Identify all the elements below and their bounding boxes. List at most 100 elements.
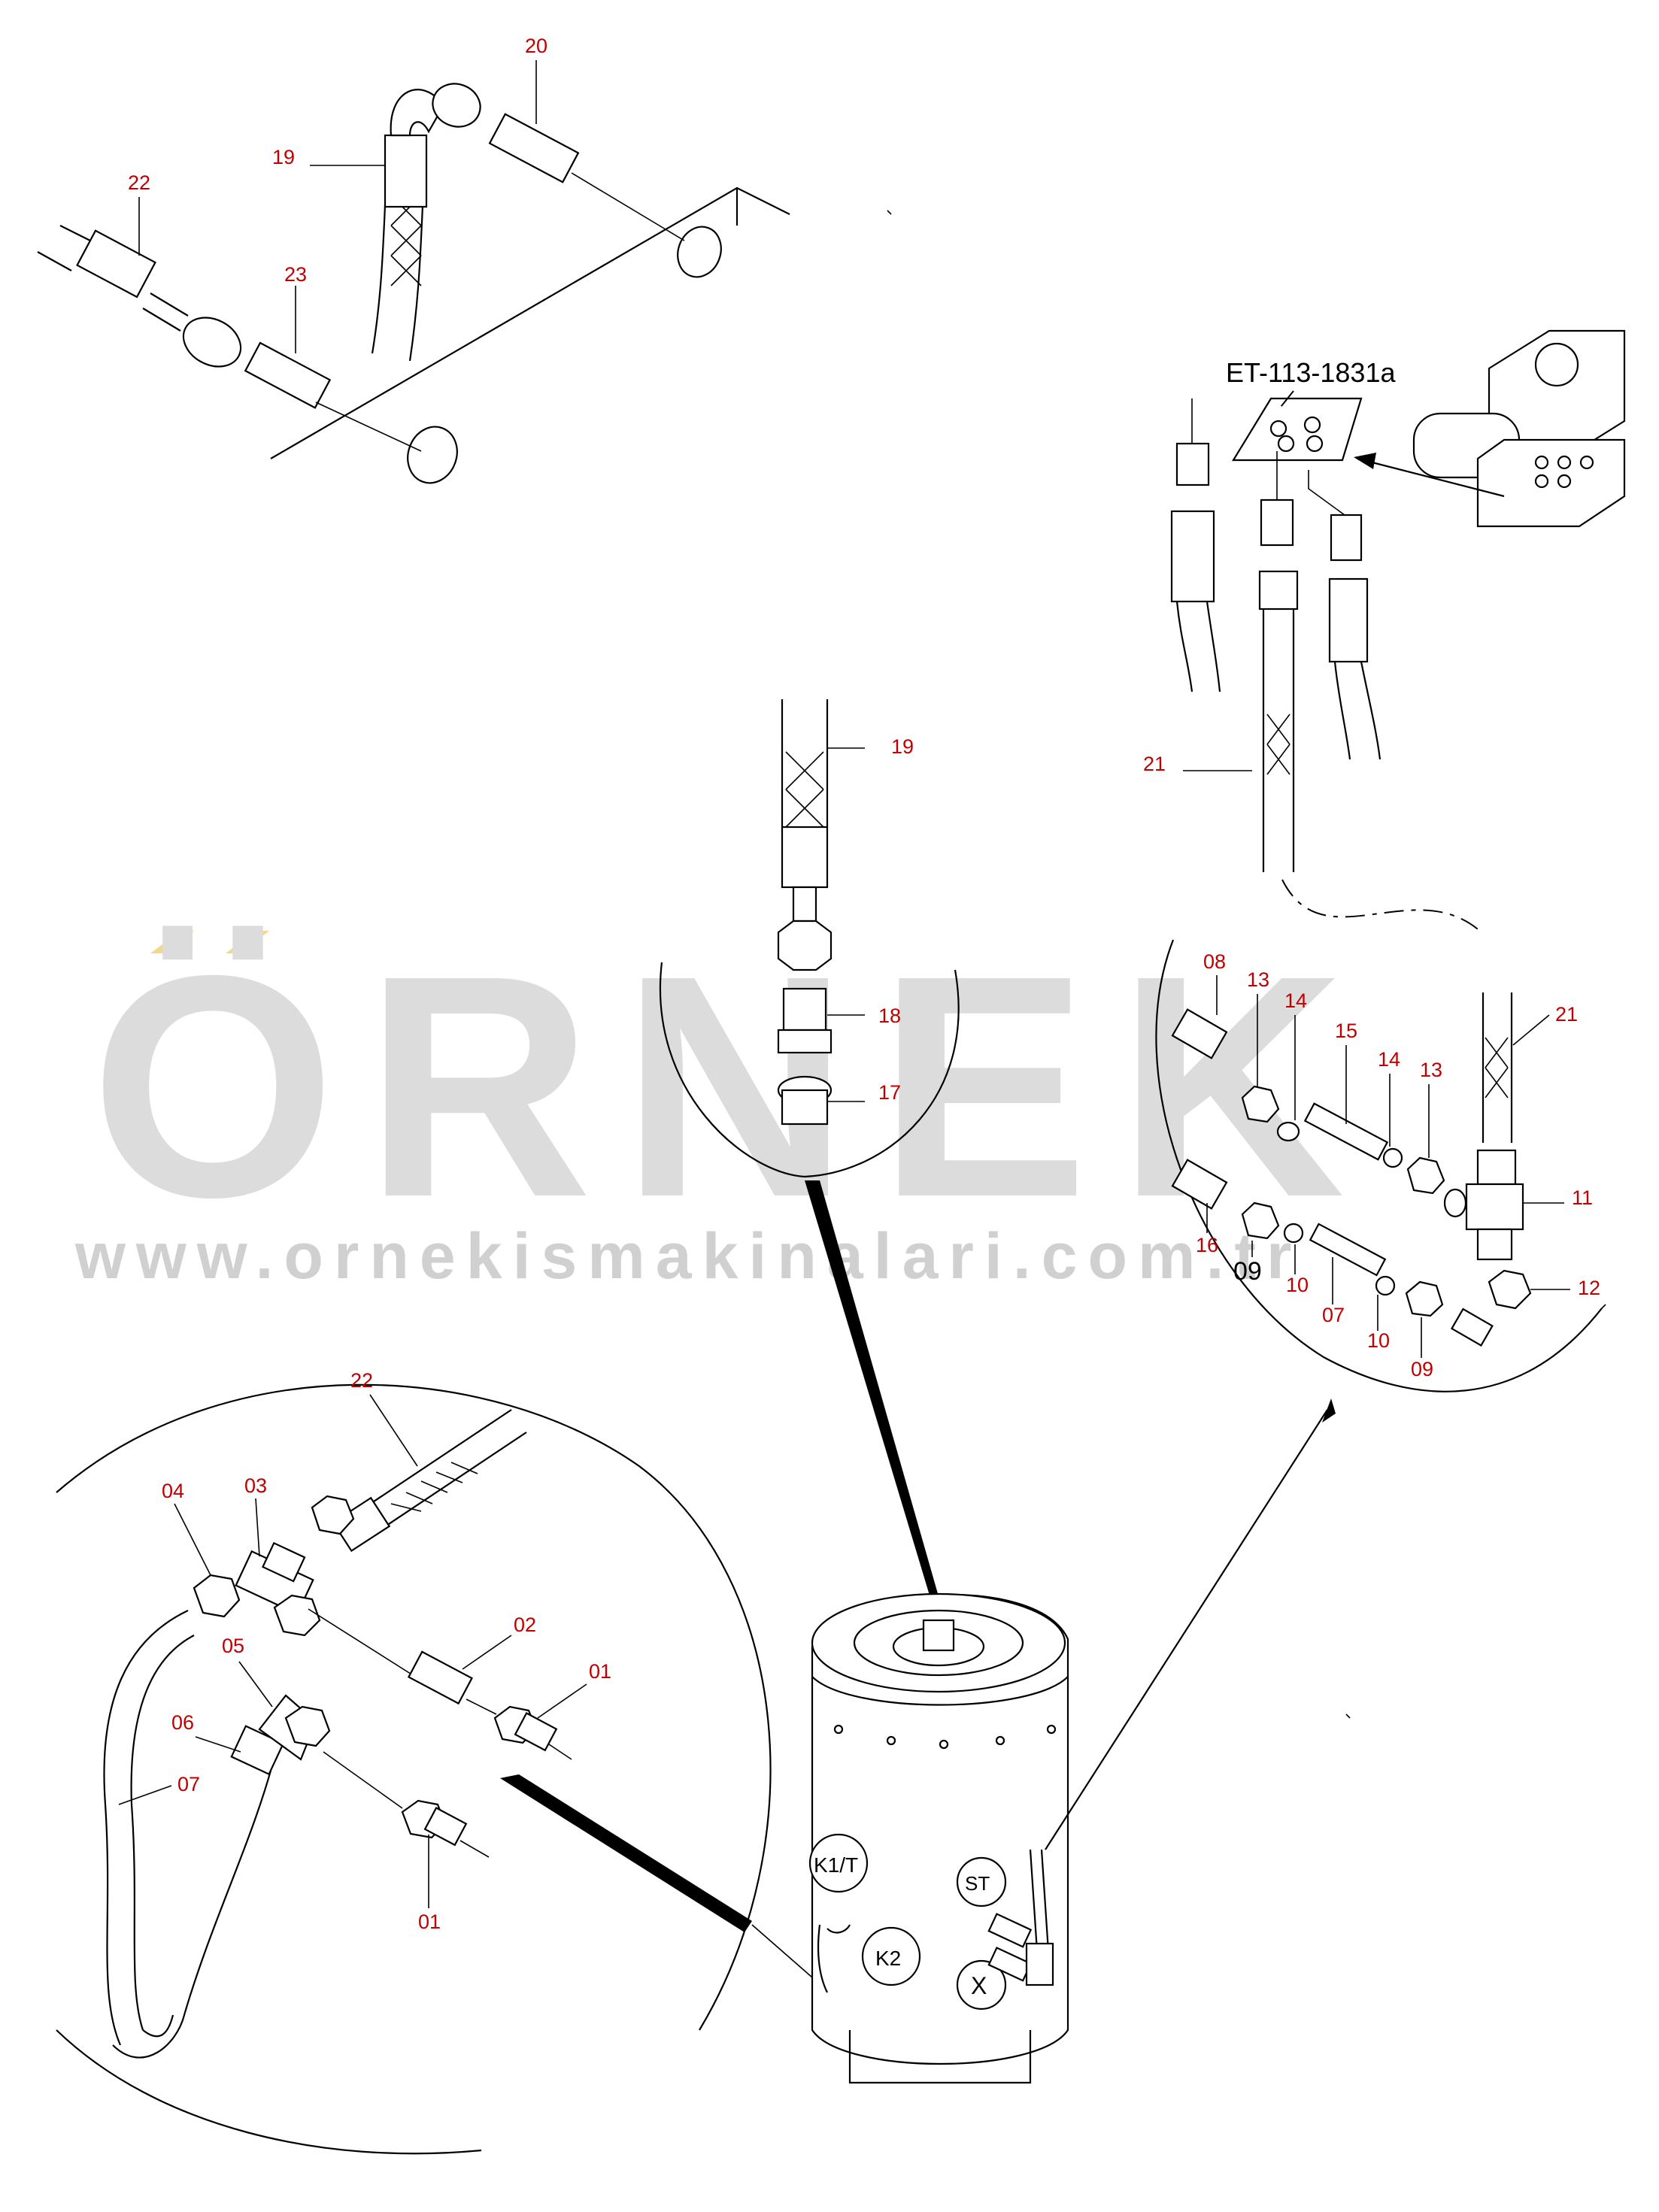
valve-port-e bbox=[1557, 474, 1572, 489]
callout-05: 05 bbox=[222, 1635, 244, 1657]
unit-bolt-1 bbox=[833, 1724, 844, 1735]
label-09-black: 09 bbox=[1233, 1257, 1262, 1286]
part-13-upper bbox=[1241, 1085, 1280, 1123]
left-detail-circle-bottom bbox=[56, 2029, 482, 2155]
watermark-accent-right bbox=[226, 931, 269, 953]
leader-05-01 bbox=[323, 1751, 403, 1809]
valve-block-assembly: ET-113-1831a 21 bbox=[1143, 329, 1626, 933]
valve-base bbox=[1476, 438, 1626, 528]
part-10-upper bbox=[1283, 1223, 1304, 1244]
hose-22-neck bbox=[142, 292, 189, 332]
left-detail-circle-top bbox=[56, 1383, 772, 2031]
callout-18: 18 bbox=[878, 1004, 901, 1027]
tee-11-stem bbox=[1476, 1228, 1513, 1261]
port-hole-1 bbox=[1269, 420, 1287, 438]
callout-left-22: 22 bbox=[350, 1369, 373, 1392]
left-pointer-tail bbox=[751, 1924, 813, 1978]
part-16 bbox=[1171, 1159, 1228, 1210]
watermark: ÖRNEK www.ornekismakinalari.com.tr bbox=[74, 911, 1374, 1292]
hose-ferrule-right bbox=[1328, 577, 1369, 663]
right-hose-braid bbox=[1485, 1037, 1509, 1098]
unit-band bbox=[811, 1676, 1069, 1706]
hose-22-ferrule bbox=[76, 229, 156, 298]
leader-left-07 bbox=[118, 1785, 172, 1805]
part-14-upper bbox=[1276, 1121, 1300, 1142]
valve-bolt bbox=[1534, 342, 1579, 387]
fitting-01-upper-tail bbox=[548, 1744, 572, 1760]
fitting-18-hex bbox=[777, 1029, 833, 1054]
leader-tee-02 bbox=[308, 1608, 422, 1681]
tube-15 bbox=[1303, 1102, 1389, 1161]
tick-mark bbox=[887, 210, 892, 215]
center-ferrule bbox=[781, 826, 829, 889]
leader-02-01 bbox=[466, 1698, 497, 1715]
callout-06: 06 bbox=[171, 1711, 194, 1734]
unit-base bbox=[848, 2030, 1032, 2084]
callout-hose-21: 21 bbox=[1143, 753, 1166, 775]
unit-fitting-1 bbox=[987, 1913, 1033, 1948]
left-pointer bbox=[500, 1774, 752, 1932]
hose-left bbox=[1175, 601, 1221, 692]
hose-ferrule-left bbox=[1170, 510, 1215, 603]
watermark-brand: ÖRNEK bbox=[90, 911, 1374, 1263]
valve-port-c bbox=[1579, 455, 1594, 470]
hose-21-braid bbox=[1266, 714, 1291, 775]
leader-21 bbox=[1512, 1014, 1550, 1046]
unit-tick bbox=[1345, 1714, 1351, 1719]
center-detail: 19 18 17 bbox=[660, 699, 960, 1605]
port-k2 bbox=[861, 1926, 921, 1986]
left-hose-braid bbox=[390, 1462, 478, 1512]
center-pointer bbox=[805, 1180, 940, 1605]
valve-port-a bbox=[1534, 455, 1549, 470]
part-10-lower bbox=[1375, 1275, 1396, 1296]
callout-14b: 14 bbox=[1378, 1048, 1400, 1071]
watermark-url: www.ornekismakinalari.com.tr bbox=[74, 1220, 1302, 1292]
port-label-k2: K2 bbox=[875, 1947, 901, 1970]
right-hose-nut bbox=[1476, 1149, 1517, 1186]
callout-19: 19 bbox=[272, 146, 295, 168]
elbow-12 bbox=[1488, 1269, 1532, 1310]
watermark-accent-left bbox=[150, 931, 194, 953]
unit-bolt-5 bbox=[1046, 1724, 1057, 1735]
plate-dash bbox=[1278, 390, 1294, 411]
center-nut bbox=[777, 920, 833, 971]
fitting-23 bbox=[244, 341, 332, 409]
callout-11: 11 bbox=[1572, 1186, 1593, 1209]
fitting-02 bbox=[407, 1650, 473, 1705]
center-neck bbox=[792, 886, 817, 923]
right-hose-21 bbox=[1482, 992, 1513, 1143]
callout-13b: 13 bbox=[1420, 1059, 1442, 1081]
hose-nut-mid bbox=[1258, 570, 1299, 611]
elbow-05-nut bbox=[284, 1705, 331, 1747]
callout-23: 23 bbox=[284, 263, 307, 286]
unit-top-ring bbox=[853, 1609, 1024, 1677]
leader-02 bbox=[462, 1635, 512, 1670]
fitting-leaders bbox=[1191, 398, 1345, 516]
tee-03-nut bbox=[273, 1594, 321, 1637]
callout-21: 21 bbox=[1555, 1003, 1578, 1026]
callout-09: 09 bbox=[1411, 1358, 1433, 1380]
callout-01b: 01 bbox=[418, 1911, 441, 1933]
callout-17: 17 bbox=[878, 1081, 901, 1104]
callout-15: 15 bbox=[1335, 1020, 1357, 1042]
leader-20-oring bbox=[571, 172, 685, 241]
elbow-12-stem bbox=[1450, 1308, 1494, 1347]
tee-03-branch bbox=[261, 1541, 306, 1583]
left-hose-07 bbox=[103, 1610, 195, 2046]
part-13-lower bbox=[1406, 1156, 1445, 1195]
hose-19-ferrule bbox=[384, 134, 428, 208]
part-14-lower bbox=[1382, 1147, 1403, 1168]
unit-tee bbox=[1025, 1942, 1054, 1986]
tee-11-port bbox=[1443, 1188, 1467, 1218]
left-hose-22 bbox=[353, 1409, 527, 1538]
drawing-code: ET-113-1831a bbox=[1226, 357, 1396, 388]
main-unit: K1/T K2 ST X bbox=[808, 1398, 1351, 2084]
callout-center-19: 19 bbox=[891, 735, 914, 758]
nut-04 bbox=[193, 1574, 241, 1618]
port-hole-3 bbox=[1277, 435, 1295, 453]
callout-12: 12 bbox=[1578, 1277, 1600, 1299]
port-k2-hose bbox=[817, 1924, 851, 1993]
callout-02: 02 bbox=[514, 1614, 536, 1636]
center-detail-circle bbox=[660, 962, 960, 1178]
leader-01a bbox=[537, 1683, 587, 1719]
